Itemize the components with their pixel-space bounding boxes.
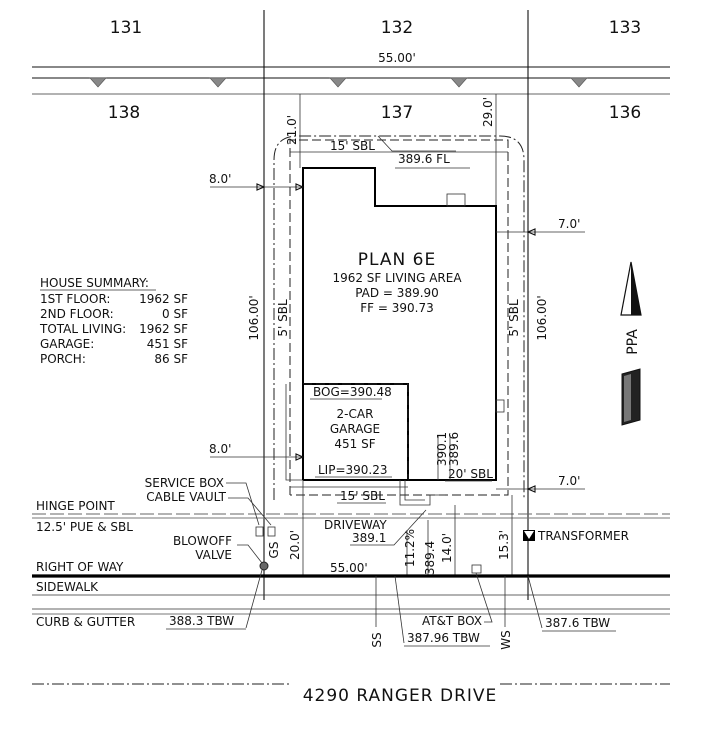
blowoff-label: BLOWOFF [173,534,232,548]
summary-label: 1ST FLOOR: [40,292,110,306]
spot-elevation: 389.6 [447,432,461,466]
pad-elevation: PAD = 389.90 [355,286,439,300]
living-area: 1962 SF LIVING AREA [332,271,462,285]
side-yard-dimension: 7.0' [558,217,580,231]
summary-label: TOTAL LIVING: [39,322,126,336]
lot-number: 132 [381,18,413,38]
hinge-point-label: HINGE POINT [36,499,115,513]
bog-elevation: BOG=390.48 [313,385,392,399]
rear-setback-label: 15' SBL [330,139,375,153]
rear-easement [32,66,670,95]
garage-label: 2-CAR [337,407,374,421]
rear-setback-dimension: 29.0' [481,97,495,127]
lot-depth-dimension: 106.00' [535,295,549,340]
garage-area: 451 SF [334,437,375,451]
side-yard-dimension: 8.0' [209,442,231,456]
sewer-service-label: SS [370,632,384,647]
blowoff-label: VALVE [195,548,232,562]
driveway-slope: 11.2% [403,529,417,567]
driveway-label: DRIVEWAY [324,518,387,532]
lot-depth-dimension: 106.00' [247,295,261,340]
gas-service-label: GS [267,542,281,559]
att-box [471,564,482,574]
cable-vault-label: CABLE VAULT [146,490,226,504]
setback-envelope [289,139,509,496]
service-box-label: SERVICE BOX [145,476,224,490]
lot-width-dimension: 55.00' [378,51,416,65]
lot-number: 131 [110,18,142,38]
flowline-elevation: 389.6 FL [398,152,450,166]
cable-vault [267,526,276,537]
front-setback-label: 15' SBL [340,489,385,503]
lip-elevation: LIP=390.23 [318,463,388,477]
att-box-label: AT&T BOX [422,614,482,628]
summary-label: PORCH: [40,352,86,366]
front-setback-dimension: 20.0' [288,530,302,560]
summary-value: 86 SF [154,352,188,366]
summary-value: 1962 SF [139,322,188,336]
summary-title: HOUSE SUMMARY: [40,276,149,290]
side-yard-dimension: 7.0' [558,474,580,488]
finished-floor: FF = 390.73 [360,301,433,315]
summary-label: GARAGE: [40,337,94,351]
right-of-way-label: RIGHT OF WAY [36,560,124,574]
north-arrow-icon: PPA [620,261,642,426]
tbw-elevation: 387.6 TBW [545,616,610,630]
sidewalk-label: SIDEWALK [36,580,99,594]
spot-elevation: 389.4 [423,541,437,575]
summary-value: 0 SF [162,307,188,321]
service-box [255,526,264,537]
tbw-elevation: 388.3 TBW [169,614,234,628]
pue-label: 12.5' PUE & SBL [36,520,133,534]
blowoff-valve-icon [259,561,269,571]
lot-number: 137 [381,103,413,123]
garage-setback-label: 20' SBL [448,467,493,481]
utility-meter [495,399,505,413]
lot-number: 138 [108,103,140,123]
summary-value: 1962 SF [139,292,188,306]
transformer-label: TRANSFORMER [537,529,629,543]
plan-title: PLAN 6E [358,250,436,270]
driveway-elevation: 389.1 [352,531,386,545]
rear-setback-dimension: 21.0' [285,115,299,145]
lot-number: 136 [609,103,641,123]
summary-value: 451 SF [147,337,188,351]
side-yard-dimension: 8.0' [209,172,231,186]
house-summary: HOUSE SUMMARY: 1ST FLOOR: 1962 SF 2ND FL… [39,276,188,366]
frontage-dimension: 55.00' [330,561,368,575]
water-service-label: WS [499,630,513,649]
spot-elevation: 390.1 [435,432,449,466]
tbw-elevation: 387.96 TBW [407,631,480,645]
grading-limit [273,135,525,500]
north-arrow-label: PPA [625,329,641,355]
garage-label: GARAGE [330,422,380,436]
driveway-dimension: 14.0' [440,533,454,563]
curb-label: CURB & GUTTER [36,615,135,629]
street-address: 4290 RANGER DRIVE [303,686,498,706]
lot-number: 133 [609,18,641,38]
side-setback-label: 5' SBL [276,299,290,337]
chimney [446,193,466,207]
summary-label: 2ND FLOOR: [40,307,114,321]
front-dimension: 15.3' [497,530,511,560]
side-setback-label: 5' SBL [507,299,521,337]
